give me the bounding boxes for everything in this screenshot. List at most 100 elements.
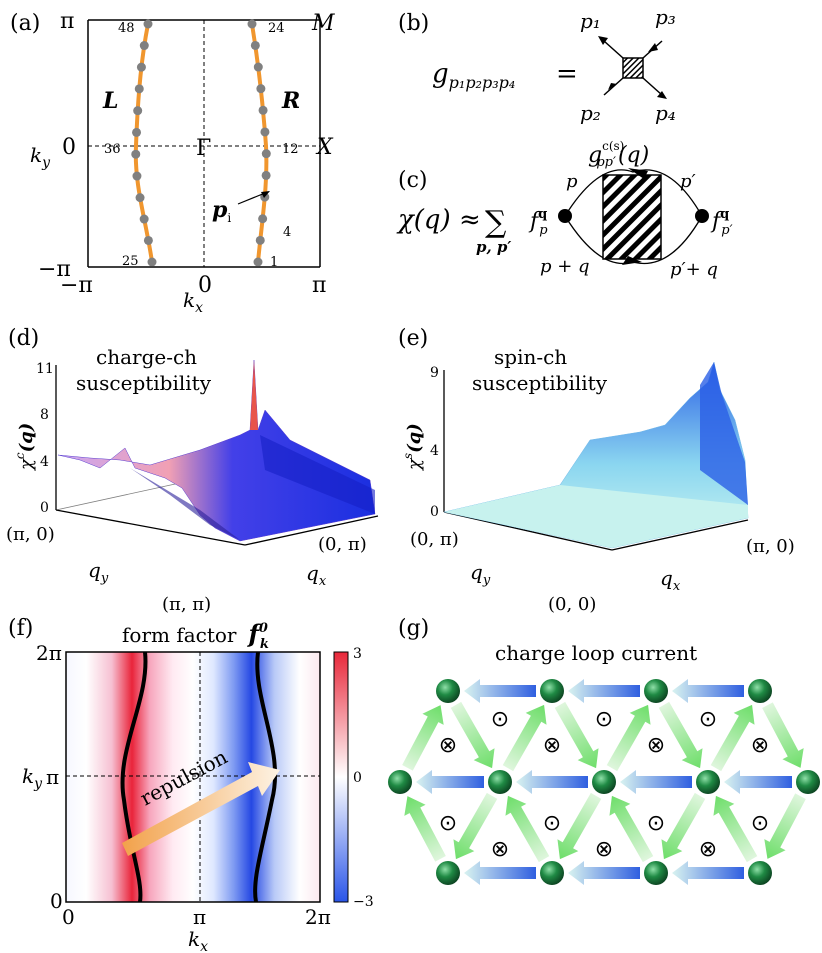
e-qx-tick-pi0: (π, 0) xyxy=(746,536,795,557)
f-cbtick-0: 0 xyxy=(353,770,362,786)
c-line-p: p xyxy=(566,171,578,192)
lattice-atom xyxy=(436,861,460,885)
lattice-atom xyxy=(748,679,772,703)
f-ytick-2pi: 2π xyxy=(36,641,62,665)
loop-current-arrow xyxy=(724,770,792,794)
patch-point-right xyxy=(260,127,270,137)
d-ztick-11: 11 xyxy=(36,361,54,377)
panel-label-f: (f) xyxy=(8,616,33,641)
loop-current-arrow xyxy=(505,795,550,863)
loop-current-arrow xyxy=(568,679,640,703)
a-patch-1: 1 xyxy=(270,255,278,270)
patch-point-left xyxy=(133,106,143,116)
f-ytick-0: 0 xyxy=(50,889,63,913)
c-lhs: χ(q) ≈ xyxy=(396,205,481,235)
loop-current-arrow xyxy=(658,701,703,769)
patch-point-right xyxy=(256,84,266,94)
fermi-surface-right xyxy=(250,23,269,263)
c-line-p-prime-plus-q: p′+ q xyxy=(670,259,718,280)
patch-point-left xyxy=(147,257,157,267)
loop-current-arrow xyxy=(568,861,640,885)
fermi-surface-left xyxy=(133,23,154,263)
f-repulsion-arrow xyxy=(122,762,280,856)
a-patch-25: 25 xyxy=(122,254,139,269)
panel-label-e: (e) xyxy=(398,326,428,351)
c-sum-sub: p, p′ xyxy=(476,238,511,256)
d-qx-tick-0pi: (0, π) xyxy=(318,534,367,555)
flux-in-symbol: ⊗ xyxy=(751,733,769,758)
panel-label-a: (a) xyxy=(10,11,40,36)
loop-current-arrows xyxy=(402,679,806,885)
a-patch-label: pi xyxy=(212,197,231,225)
g-title: charge loop current xyxy=(495,641,697,665)
lattice-atom xyxy=(540,679,564,703)
loop-current-arrow xyxy=(710,704,755,772)
loop-current-arrow xyxy=(453,792,498,860)
patch-point-right xyxy=(250,40,260,50)
flux-in-symbol: ⊗ xyxy=(439,733,457,758)
flux-in-symbol: ⊗ xyxy=(543,733,561,758)
a-patch-24: 24 xyxy=(268,21,285,36)
a-X-label: X xyxy=(315,135,334,160)
e-qx-label: qx xyxy=(660,566,681,594)
patch-point-right xyxy=(253,62,263,72)
loop-current-arrow xyxy=(402,705,444,771)
e-ztick-9: 9 xyxy=(430,365,439,381)
loop-current-arrow xyxy=(554,701,599,769)
flux-out-symbol: ⊙ xyxy=(543,811,561,836)
lattice-atom xyxy=(748,861,772,885)
c-line-p-plus-q: p + q xyxy=(540,256,590,277)
patch-point-left xyxy=(132,127,142,137)
loop-current-arrow xyxy=(713,795,758,863)
d-ztick-4: 4 xyxy=(40,454,49,470)
patch-point-left xyxy=(143,19,153,29)
loop-current-arrow xyxy=(450,701,495,769)
c-hatched-vertex xyxy=(602,174,662,260)
patch-point-right xyxy=(261,149,271,159)
e-zlabel: χs(q) xyxy=(401,423,425,472)
f-cbtick-minus-3: −3 xyxy=(353,894,374,910)
loop-current-arrow xyxy=(464,861,536,885)
patch-point-right xyxy=(247,19,257,29)
e-qy-tick-00: (0, 0) xyxy=(548,594,596,615)
flux-in-symbol: ⊗ xyxy=(699,837,717,862)
flux-out-symbol: ⊙ xyxy=(751,811,769,836)
lattice-atom xyxy=(644,861,668,885)
flux-in-symbol: ⊗ xyxy=(647,733,665,758)
loop-current-arrow xyxy=(764,793,806,859)
flux-out-symbol: ⊙ xyxy=(699,707,717,732)
f-ylabel: ky xyxy=(22,764,43,792)
patch-point-left xyxy=(131,149,141,159)
d-zlabel: χc(q) xyxy=(13,423,37,472)
flux-out-symbol: ⊙ xyxy=(595,707,613,732)
loop-current-arrow xyxy=(661,792,706,860)
patch-point-left xyxy=(134,84,144,94)
a-ytick-0: 0 xyxy=(62,135,76,160)
lattice-atom xyxy=(796,770,820,794)
patch-point-right xyxy=(258,105,268,115)
patch-point-right xyxy=(261,170,271,180)
panel-b: gp₁p₂p₃p₄ = p₁ p₃ p₂ p₄ xyxy=(432,5,676,125)
b-equals: = xyxy=(556,59,578,89)
lattice-atom xyxy=(436,679,460,703)
loop-current-arrow xyxy=(620,770,692,794)
panel-e: spin-ch susceptibility 9 4 0 χs(q) (0, π… xyxy=(401,345,795,615)
d-title-2: susceptibility xyxy=(76,371,212,395)
panel-label-g: (g) xyxy=(398,616,429,641)
d-ztick-8: 8 xyxy=(40,407,49,423)
c-g: gc(s)pp′(q) xyxy=(588,139,649,170)
e-qy-label: qy xyxy=(470,560,491,588)
e-title-1: spin-ch xyxy=(494,345,567,369)
a-gamma-label: Γ xyxy=(196,136,211,161)
a-R-label: R xyxy=(281,88,300,114)
patch-point-right xyxy=(253,257,263,267)
panel-d: charge-ch susceptibility 11 8 4 0 χc(q) … xyxy=(6,345,379,615)
lattice-atoms xyxy=(388,679,820,885)
f-xtick-2pi: 2π xyxy=(305,905,331,929)
loop-current-arrow xyxy=(606,704,651,772)
b-leg-p1: p₁ xyxy=(580,9,601,33)
